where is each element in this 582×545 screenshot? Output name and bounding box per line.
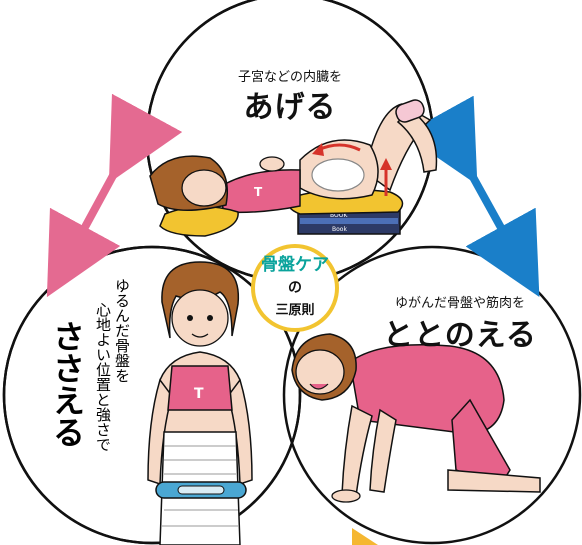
organs	[311, 158, 365, 192]
yellow-arrow-right	[352, 528, 378, 545]
left-sub-label-line1: ゆるんだ骨盤を	[113, 278, 131, 383]
left-illustration: T	[147, 261, 253, 545]
face-right	[295, 349, 345, 395]
arm-front	[341, 404, 373, 497]
center-badge: 骨盤ケア の 三原則	[256, 246, 334, 330]
arm-back	[369, 408, 397, 493]
book-label-1: BOOK	[330, 212, 348, 219]
pink-double-arrow	[46, 93, 183, 298]
right-sub-label: ゆがんだ骨盤や筋肉を	[394, 296, 525, 311]
left-main-label: ささえる	[48, 320, 86, 448]
badge-particle: の	[288, 280, 302, 296]
top-illustration: BOOK Book T	[149, 99, 438, 237]
book-label-2: Book	[332, 226, 347, 233]
top-main-label: あげる	[243, 90, 337, 125]
badge-subtitle: 三原則	[275, 303, 315, 318]
shirt-letter-top: T	[254, 185, 263, 199]
hand-front	[331, 489, 361, 503]
blue-double-arrow	[403, 95, 540, 297]
shin-right	[447, 469, 541, 493]
face-left	[171, 289, 229, 347]
top-shirt	[167, 365, 233, 411]
knee-band	[395, 99, 425, 123]
shirt-letter-left: T	[194, 386, 204, 402]
face-top	[181, 169, 227, 207]
right-illustration	[291, 333, 541, 503]
arm-right	[227, 378, 253, 486]
left-sub-label-line2: 心地よい位置と強さで	[94, 302, 112, 452]
hand	[259, 156, 285, 172]
hair-left	[161, 261, 240, 339]
right-main-label: ととのえる	[383, 318, 537, 353]
arm-left	[147, 378, 173, 486]
center-badge-circle	[251, 244, 339, 332]
torso-shirt	[217, 169, 301, 214]
top-sub-label: 子宮などの内臓を	[237, 70, 342, 85]
badge-title: 骨盤ケア	[261, 255, 329, 275]
lower-leg	[396, 109, 438, 173]
